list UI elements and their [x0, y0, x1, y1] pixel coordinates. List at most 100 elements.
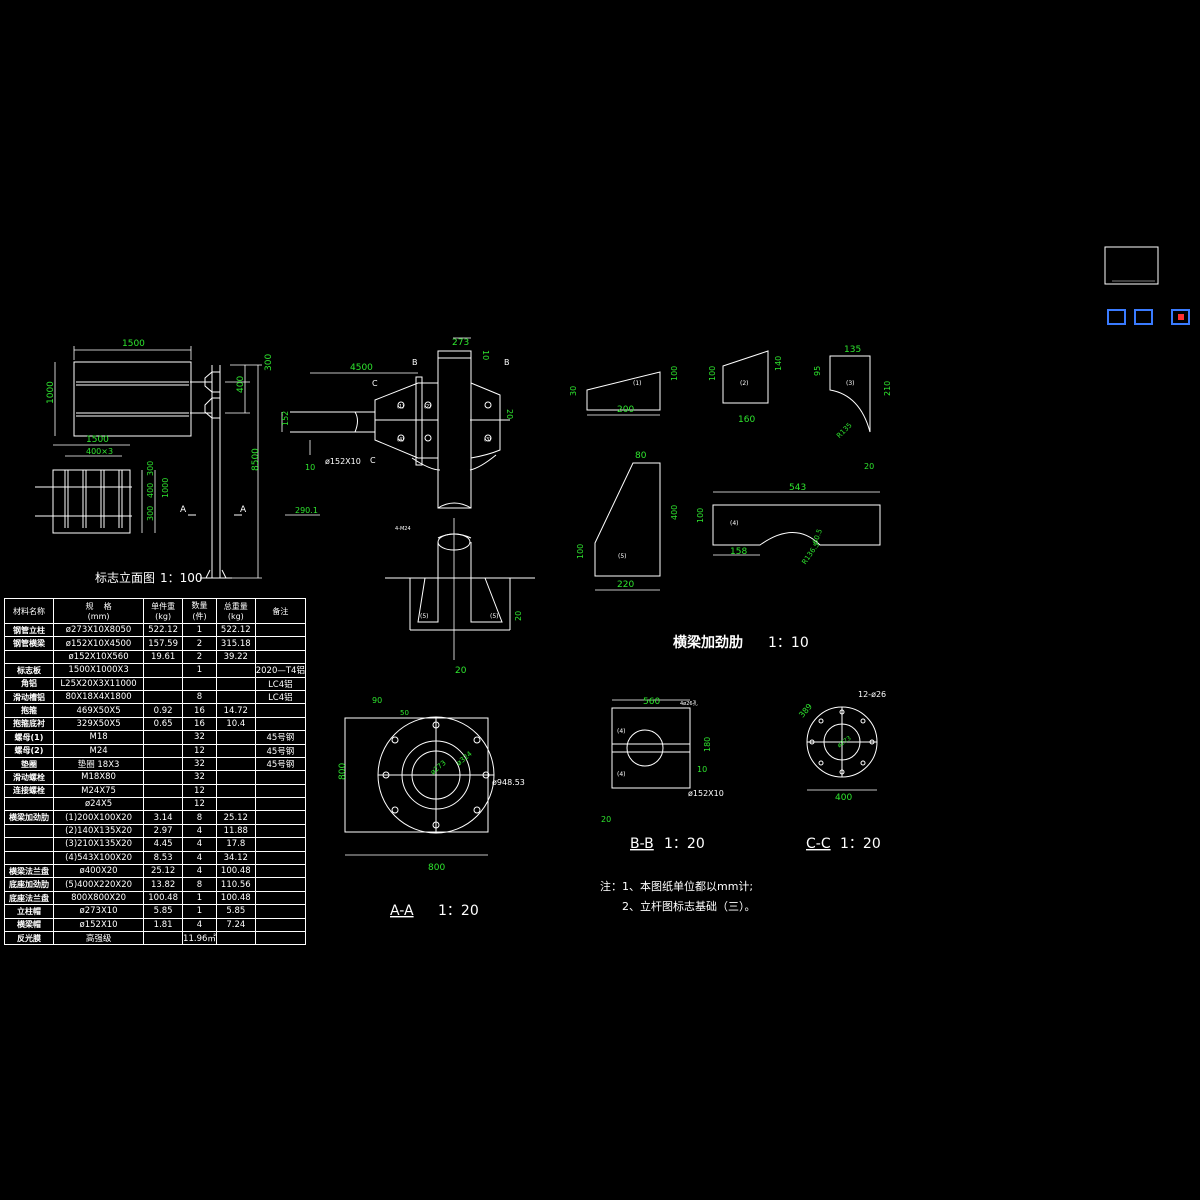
dim-label: 10: [697, 765, 707, 774]
table-cell: 1: [182, 890, 217, 906]
dim-label: 20: [455, 666, 467, 676]
table-cell: 螺母(1): [4, 730, 54, 745]
table-cell: [254, 917, 307, 932]
table-cell: ø24X5: [52, 797, 145, 812]
table-cell: 抱箍: [4, 703, 54, 718]
table-header-cell: 数量 (件): [182, 598, 217, 624]
table-cell: [143, 676, 184, 691]
table-cell: M24X75: [52, 783, 145, 799]
table-cell: [4, 837, 54, 852]
hole-label: 4ø26孔: [680, 700, 698, 707]
table-cell: ø152X10X560: [52, 649, 145, 665]
table-cell: [254, 649, 307, 665]
part-label: (3): [484, 437, 491, 443]
table-cell: [143, 743, 184, 758]
table-cell: 4: [182, 823, 217, 839]
dim-label: 95: [813, 366, 822, 376]
part-label: (2): [424, 404, 431, 410]
table-cell: [254, 770, 307, 785]
table-cell: 滑动槽铝: [4, 689, 54, 705]
note-1: 注：1、本图纸单位都以mm计;: [600, 879, 753, 893]
dim-label: R135: [835, 421, 854, 440]
dim-label: 300: [146, 461, 155, 476]
dim-label: 543: [789, 483, 806, 493]
table-cell: 16: [182, 716, 217, 732]
table-cell: 39.22: [215, 649, 256, 665]
table-cell: [215, 663, 256, 678]
part-label: (2): [740, 380, 749, 387]
table-cell: [182, 676, 217, 691]
table-cell: [4, 649, 54, 665]
table-cell: 0.65: [143, 716, 184, 732]
dim-label: 8500: [251, 448, 261, 471]
table-cell: 12: [182, 797, 217, 812]
table-cell: [4, 850, 54, 866]
table-cell: [143, 797, 184, 812]
part-label: (4): [617, 728, 626, 735]
table-cell: [143, 730, 184, 745]
table-cell: 469X50X5: [52, 703, 145, 718]
dim-label: 560: [643, 697, 660, 707]
table-cell: 1.81: [143, 917, 184, 932]
table-cell: 螺母(2): [4, 743, 54, 758]
dim-label: ø273: [836, 735, 853, 750]
table-cell: [215, 797, 256, 812]
table-cell: 钢管立柱: [4, 622, 54, 638]
dim-label: 400: [236, 376, 246, 393]
table-cell: 立柱帽: [4, 904, 54, 919]
table-cell: 10.4: [215, 716, 256, 732]
section-title: B-B: [630, 836, 654, 852]
table-cell: [254, 716, 307, 732]
table-cell: 1: [182, 663, 217, 678]
table-cell: [254, 890, 307, 906]
section-title: C-C: [806, 836, 831, 852]
dim-label: 158: [730, 547, 747, 557]
table-cell: L25X20X3X11000: [52, 676, 145, 691]
table-cell: [254, 837, 307, 852]
table-cell: 4: [182, 864, 217, 879]
part-label: (5): [490, 613, 499, 620]
dim-label: 140: [774, 356, 783, 371]
table-cell: 13.82: [143, 877, 184, 892]
table-cell: 8: [182, 877, 217, 892]
table-cell: [215, 770, 256, 785]
dim-label: 160: [738, 415, 755, 425]
table-cell: (4)543X100X20: [52, 850, 145, 866]
table-cell: [143, 756, 184, 772]
part-label: (3): [846, 380, 855, 387]
dim-label: 20: [514, 611, 523, 621]
table-cell: ø152X10: [52, 917, 145, 932]
table-cell: 100.48: [215, 864, 256, 879]
dim-label: 1500: [86, 435, 109, 445]
table-cell: (2)140X135X20: [52, 823, 145, 839]
table-cell: ø273X10X8050: [52, 622, 145, 638]
table-cell: 3.14: [143, 810, 184, 825]
table-header-cell: 材料名称: [4, 598, 54, 624]
table-cell: 100.48: [215, 890, 256, 906]
table-cell: 80X18X4X1800: [52, 689, 145, 705]
dim-label: 20: [505, 409, 514, 419]
table-cell: 17.8: [215, 837, 256, 852]
table-cell: [215, 930, 256, 946]
dim-label: 400: [670, 505, 679, 520]
table-cell: 4: [182, 837, 217, 852]
table-cell: 2: [182, 649, 217, 665]
section-mark-c: C: [372, 379, 378, 388]
dim-label: 290.1: [295, 506, 318, 515]
dim-label: 100: [696, 508, 705, 523]
table-header-cell: 单件重 (kg): [143, 598, 184, 624]
dim-label: ø948.53: [492, 778, 525, 787]
dim-label: 800: [428, 863, 445, 873]
section-mark-c: C: [370, 456, 376, 465]
table-cell: 2.97: [143, 823, 184, 839]
part-label: (1): [633, 380, 642, 387]
table-cell: ø152X10X4500: [52, 636, 145, 651]
table-cell: 8.53: [143, 850, 184, 866]
